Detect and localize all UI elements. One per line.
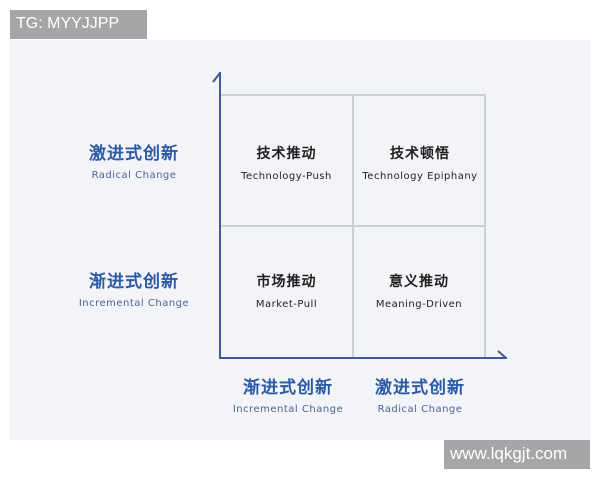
- quadrant-top-left-en: Technology-Push: [241, 171, 332, 182]
- quadrant-top-right: 技术顿悟 Technology Epiphany: [350, 144, 490, 184]
- x-axis-label-right: 激进式创新 Radical Change: [350, 377, 490, 417]
- watermark-bottom: www.lqkgjt.com: [444, 440, 590, 469]
- y-axis-bottom-en: Incremental Change: [78, 298, 190, 309]
- quadrant-top-right-en: Technology Epiphany: [362, 171, 478, 182]
- y-axis-bottom-zh: 渐进式创新: [89, 272, 179, 292]
- x-axis-label-left: 渐进式创新 Incremental Change: [216, 377, 360, 417]
- quadrant-top-right-zh: 技术顿悟: [390, 146, 450, 162]
- grid-horizontal-divider: [220, 225, 486, 227]
- x-axis-left-en: Incremental Change: [232, 404, 344, 415]
- x-axis-left-zh: 渐进式创新: [243, 378, 333, 398]
- x-axis-right-zh: 激进式创新: [375, 378, 465, 398]
- y-axis-label-bottom: 渐进式创新 Incremental Change: [64, 271, 204, 311]
- quadrant-bottom-left-zh: 市场推动: [256, 274, 317, 290]
- y-axis-label-top: 激进式创新 Radical Change: [64, 143, 204, 183]
- diagram-panel: [10, 40, 590, 440]
- quadrant-bottom-right-zh: 意义推动: [389, 274, 449, 290]
- quadrant-bottom-right-en: Meaning-Driven: [375, 299, 463, 310]
- y-axis-top-zh: 激进式创新: [89, 144, 179, 164]
- quadrant-bottom-right: 意义推动 Meaning-Driven: [352, 272, 486, 312]
- watermark-top: TG: MYYJJPP: [10, 10, 147, 39]
- y-axis-top-en: Radical Change: [91, 170, 177, 181]
- quadrant-bottom-left-en: Market-Pull: [255, 299, 318, 310]
- quadrant-bottom-left: 市场推动 Market-Pull: [221, 272, 352, 312]
- quadrant-top-left: 技术推动 Technology-Push: [221, 144, 352, 184]
- quadrant-top-left-zh: 技术推动: [256, 146, 317, 162]
- x-axis-right-en: Radical Change: [377, 404, 463, 415]
